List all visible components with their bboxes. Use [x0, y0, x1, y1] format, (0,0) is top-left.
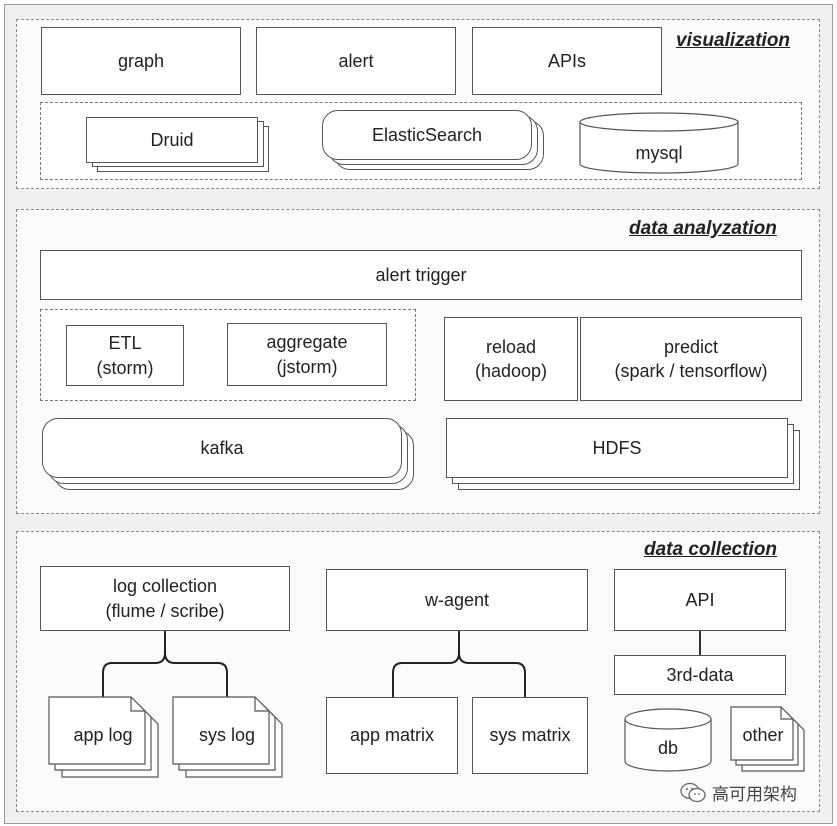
- reload-label: reload: [485, 336, 537, 357]
- other-label: other: [742, 725, 784, 745]
- hdfs-label: HDFS: [592, 437, 642, 458]
- predict-sub-label: (spark / tensorflow): [614, 361, 768, 381]
- sys-matrix-label: sys matrix: [489, 725, 571, 746]
- alert-trigger-box: alert trigger: [40, 250, 802, 300]
- other-document-icon: [730, 706, 805, 772]
- db-label: db: [657, 738, 679, 758]
- graph-label: graph: [117, 50, 165, 71]
- sys-matrix-box: sys matrix: [472, 697, 588, 774]
- log-collection-label: log collection: [112, 576, 218, 597]
- kafka-label: kafka: [200, 437, 244, 458]
- api-connector: [699, 631, 701, 655]
- visualization-title: visualization: [676, 30, 791, 51]
- watermark-text: 高可用架构: [712, 785, 797, 804]
- third-data-box: 3rd-data: [614, 655, 786, 695]
- sys-log-label: sys log: [198, 725, 256, 745]
- predict-label: predict: [663, 336, 719, 357]
- reload-sub-label: (hadoop): [474, 361, 548, 381]
- api-label: API: [685, 589, 715, 610]
- sys-log-document-icon: [172, 696, 283, 778]
- hdfs-box: HDFS: [446, 418, 788, 478]
- api-box: API: [614, 569, 786, 631]
- aggregate-label: aggregate: [266, 332, 348, 353]
- alert-box: alert: [256, 27, 456, 95]
- mysql-label: mysql: [635, 143, 683, 163]
- apis-box: APIs: [472, 27, 662, 95]
- app-log-label: app log: [73, 725, 133, 745]
- elasticsearch-label: ElasticSearch: [371, 124, 483, 145]
- log-collection-sub-label: (flume / scribe): [105, 600, 225, 621]
- kafka-box: kafka: [42, 418, 402, 478]
- app-matrix-box: app matrix: [326, 697, 458, 774]
- mysql-cylinder-icon: [579, 112, 739, 174]
- druid-label: Druid: [150, 129, 194, 150]
- log-collection-box: log collection (flume / scribe): [40, 566, 290, 631]
- w-agent-brace: [392, 631, 526, 697]
- etl-box: ETL (storm): [66, 325, 184, 386]
- apis-label: APIs: [547, 50, 586, 71]
- etl-sub-label: (storm): [96, 357, 154, 378]
- app-log-document-icon: [48, 696, 159, 778]
- db-cylinder-icon: [624, 708, 712, 772]
- wechat-icon: [680, 782, 706, 802]
- log-collection-brace: [102, 631, 228, 697]
- app-matrix-label: app matrix: [349, 725, 435, 746]
- w-agent-label: w-agent: [424, 589, 490, 610]
- druid-box: Druid: [86, 117, 258, 163]
- w-agent-box: w-agent: [326, 569, 588, 631]
- graph-box: graph: [41, 27, 241, 95]
- aggregate-sub-label: (jstorm): [276, 356, 338, 377]
- watermark: 高可用架构: [680, 780, 797, 805]
- collection-title: data collection: [644, 539, 778, 560]
- aggregate-box: aggregate (jstorm): [227, 323, 387, 386]
- analyzation-title: data analyzation: [629, 218, 777, 239]
- elasticsearch-box: ElasticSearch: [322, 110, 532, 160]
- reload-box: reload (hadoop): [444, 317, 578, 401]
- alert-label: alert: [338, 50, 374, 71]
- alert-trigger-label: alert trigger: [375, 264, 467, 285]
- etl-label: ETL: [108, 333, 142, 354]
- third-data-label: 3rd-data: [666, 664, 734, 685]
- predict-box: predict (spark / tensorflow): [580, 317, 802, 401]
